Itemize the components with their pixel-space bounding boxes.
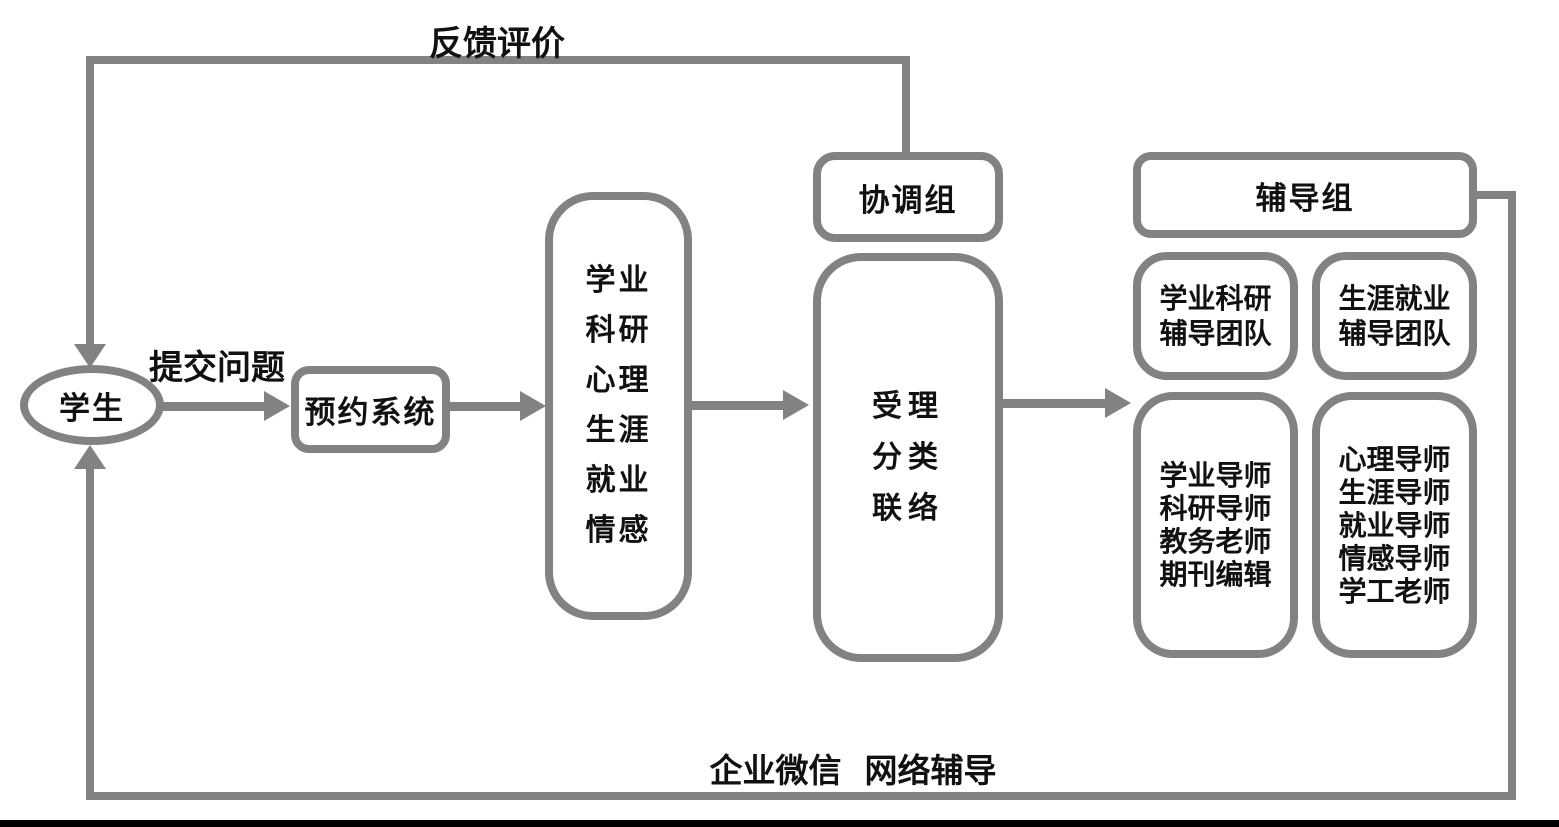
tutoring-header-box: 辅导组 [1133,152,1477,238]
feedback-line-left [86,56,94,346]
team-box-academic-research: 学业科研 辅导团队 [1133,252,1298,380]
coordination-header-box: 协调组 [813,152,1003,242]
arrow-coordination-tutors-head-icon [1105,388,1131,418]
feedback-label: 反馈评价 [429,24,565,64]
feedback-arrowhead-icon [74,344,106,368]
category-item: 情感 [585,513,652,548]
arrow-categories-coordination-head-icon [783,390,809,420]
tutor-line: 学业导师 [1159,459,1272,492]
wechat-label: 企业微信 网络辅导 [709,751,997,790]
arrow-coordination-tutors-shaft [1003,399,1105,408]
tutor-line: 心理导师 [1338,442,1451,476]
tutor-line: 就业导师 [1338,508,1451,542]
booking-label: 预约系统 [304,395,437,431]
wechat-line-bottom [86,792,1516,800]
team-line: 辅导团队 [1338,317,1451,350]
tutor-line: 科研导师 [1159,492,1272,525]
tutor-line: 学工老师 [1338,574,1451,608]
coordination-task: 受理 [872,389,944,424]
coordination-task: 分类 [872,440,944,475]
tutoring-connector-line [1477,191,1516,199]
category-item: 生涯 [585,413,652,448]
arrow-booking-categories-shaft [450,402,520,411]
team-line: 辅导团队 [1159,317,1272,350]
tutor-box-academic: 学业导师 科研导师 教务老师 期刊编辑 [1133,392,1298,658]
arrow-student-booking-shaft [162,402,264,411]
wechat-line-left [86,469,94,800]
booking-box: 预约系统 [291,366,450,453]
submit-question-label: 提交问题 [149,348,285,388]
feedback-line-right [902,56,910,152]
category-item: 科研 [585,313,652,348]
coordination-tasks-box: 受理 分类 联络 [813,253,1003,662]
student-label: 学生 [59,390,125,427]
student-node: 学生 [20,365,164,445]
category-item: 学业 [585,263,652,298]
coordination-title: 协调组 [858,182,958,219]
tutor-line: 教务老师 [1159,525,1272,558]
tutor-box-wellbeing: 心理导师 生涯导师 就业导师 情感导师 学工老师 [1312,392,1477,658]
feedback-line-top [86,56,910,64]
arrow-categories-coordination-shaft [692,401,783,410]
wechat-arrowhead-icon [74,445,106,469]
team-line: 学业科研 [1159,282,1272,315]
tutor-line: 期刊编辑 [1159,558,1272,591]
categories-box: 学业 科研 心理 生涯 就业 情感 [545,192,692,620]
tutoring-title: 辅导组 [1255,180,1355,217]
arrow-booking-categories-head-icon [520,391,546,421]
team-line: 生涯就业 [1338,282,1451,315]
arrow-student-booking-head-icon [264,391,290,421]
category-item: 就业 [585,463,652,498]
page-bottom-rule [0,820,1559,827]
team-box-career-employment: 生涯就业 辅导团队 [1312,252,1477,380]
wechat-line-right [1508,191,1516,800]
coordination-task: 联络 [872,491,944,526]
category-item: 心理 [585,363,652,398]
tutor-line: 情感导师 [1338,541,1451,575]
tutor-line: 生涯导师 [1338,475,1451,509]
